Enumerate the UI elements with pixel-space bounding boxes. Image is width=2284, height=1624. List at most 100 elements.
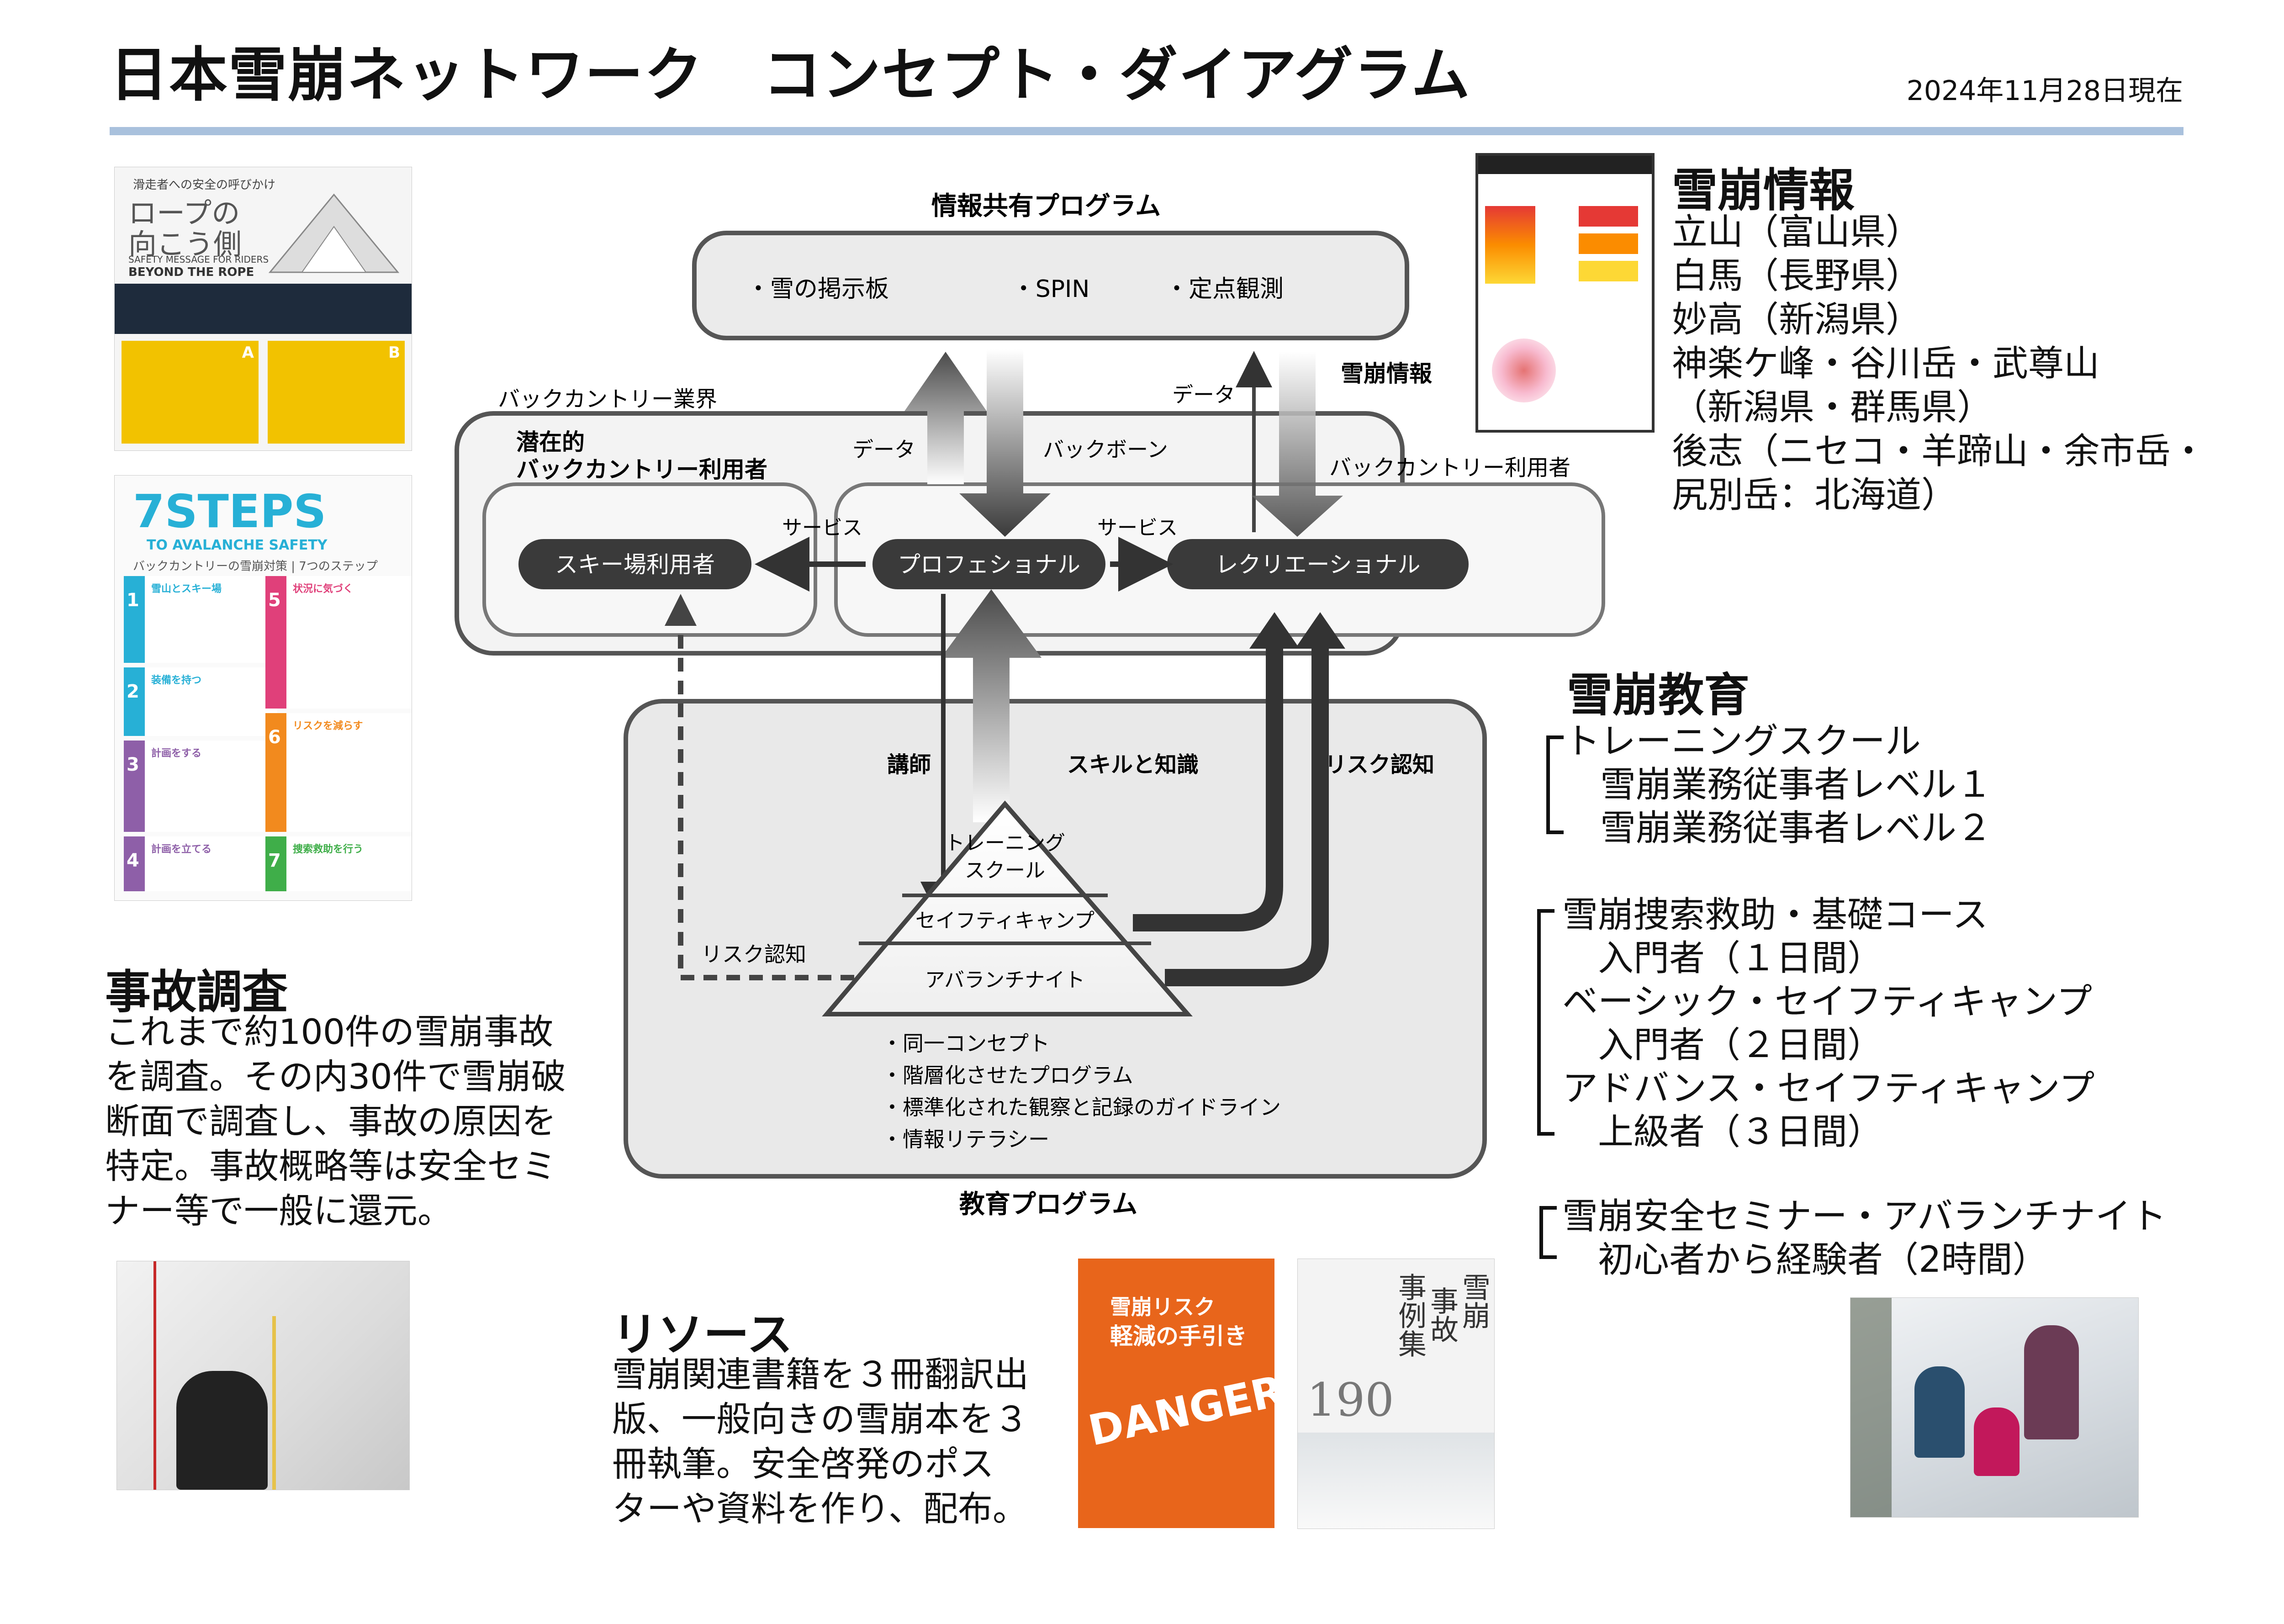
avalanche-info-label: 雪崩情報: [1341, 360, 1432, 387]
training-pyramid: [822, 800, 1193, 1016]
page-title: 日本雪崩ネットワーク コンセプト・ダイアグラム: [110, 41, 1471, 109]
data-left-label: データ: [852, 437, 915, 462]
step-card-1: 1 雪山とスキー場: [124, 576, 277, 663]
group1-bracket: [1546, 735, 1564, 834]
region-line: 妙高（新潟県）: [1672, 299, 1922, 340]
poster-beyond-the-rope: 滑走者への安全の呼びかけ ロープの 向こう側 SAFETY MESSAGE FO…: [114, 167, 412, 451]
photo-tree: [1850, 1298, 1892, 1517]
risk-recognition-right-label: リスク認知: [1325, 752, 1434, 778]
photo-person: [1974, 1407, 2020, 1476]
info-item: ・雪の掲示板: [746, 275, 889, 303]
resources-heading: リソース: [612, 1308, 793, 1361]
poster-7steps-sub: TO AVALANCHE SAFETY: [147, 537, 328, 553]
concept-bullet: ・同一コンセプト: [882, 1031, 1050, 1056]
node-professional: [872, 539, 1105, 589]
region-line: 尻別岳：北海道）: [1672, 475, 1957, 516]
pyramid-tier-camp: セイフティキャンプ: [915, 909, 1094, 932]
education-item: 雪崩捜索救助・基礎コース: [1562, 894, 1988, 936]
book-art: DANGER: [1084, 1366, 1289, 1455]
resources-text: 雪崩関連書籍を３冊翻訳出 版、一般向きの雪崩本を３ 冊執筆。安全啓発のポス ター…: [612, 1352, 1069, 1531]
panel-a-label: A: [242, 344, 254, 362]
concept-bullet: ・階層化させたプログラム: [882, 1063, 1133, 1088]
step-number: 6: [268, 727, 281, 748]
step-number: 5: [268, 590, 281, 611]
poster-panel-a: A: [122, 341, 259, 444]
accident-line: 特定。事故概略等は安全セミ: [105, 1146, 556, 1186]
header-rule: [110, 127, 2184, 135]
concept-bullet: ・標準化された観察と記録のガイドライン: [882, 1095, 1281, 1120]
pyramid-tier-training-2: スクール: [965, 859, 1045, 882]
photo-pole: [153, 1261, 156, 1490]
step-card-4: 4 計画を立てる: [124, 836, 277, 891]
poster-en-line2: BEYOND THE ROPE: [128, 265, 254, 279]
avalanche-info-list: 立山（富山県） 白馬（長野県） 妙高（新潟県） 神楽ケ峰・谷川岳・武尊山 （新潟…: [1672, 210, 2243, 517]
book-title: 軽減の手引き: [1110, 1323, 1247, 1349]
poster-7steps-jp: バックカントリーの雪崩対策 | 7つのステップ: [133, 560, 378, 573]
accident-line: ナー等で一般に還元。: [105, 1190, 452, 1231]
group3-bracket: [1539, 1206, 1557, 1259]
date-label: 2024年11月28日現在: [1906, 75, 2183, 107]
skills-label: スキルと知識: [1067, 752, 1199, 778]
concept-diagram: 情報共有プログラム ・雪の掲示板 ・SPIN ・定点観測 バックカントリー業界 …: [455, 191, 1605, 1219]
bulletin-danger-band: [1485, 206, 1535, 284]
poster-title-line1: ロープの: [128, 196, 240, 230]
avalanche-info-heading: 雪崩情報: [1672, 164, 1855, 217]
node-ski-users-label: スキー場利用者: [555, 551, 715, 578]
latent-users-line1: 潜在的: [516, 429, 585, 455]
photo-training-field: [1850, 1297, 2139, 1518]
poster-en-line1: SAFETY MESSAGE FOR RIDERS: [128, 254, 269, 265]
photo-person: [2024, 1325, 2079, 1439]
instructor-label: 講師: [887, 752, 931, 778]
region-line: 神楽ケ峰・谷川岳・武尊山: [1672, 343, 2100, 384]
education-item: 初心者から経験者（2時間）: [1562, 1239, 2048, 1280]
pyramid-tier-training-1: トレーニング: [945, 831, 1065, 855]
book-snow-image: [1298, 1433, 1494, 1529]
accident-line: 断面で調査し、事故の原因を: [105, 1101, 556, 1142]
accident-heading: 事故調査: [105, 965, 288, 1019]
step-title: 捜索救助を行う: [293, 844, 364, 855]
education-item: 上級者（３日間）: [1562, 1111, 1883, 1153]
info-program-box: [692, 231, 1409, 340]
node-ski-users: [518, 539, 751, 589]
night-arrow-head: [1295, 612, 1345, 649]
photo-pole: [272, 1316, 276, 1490]
step-title: 状況に気づく: [293, 583, 354, 595]
photo-person: [1914, 1366, 1965, 1458]
service-right-label: サービス: [1097, 516, 1178, 540]
dashed-arrow-head: [665, 594, 697, 626]
data-right-label: データ: [1172, 382, 1235, 407]
node-professional-label: プロフェショナル: [898, 551, 1080, 578]
resources-line: 雪崩関連書籍を３冊翻訳出: [612, 1354, 1029, 1395]
bulletin-rating-4: [1579, 206, 1638, 227]
bulletin-rose: [1492, 339, 1556, 402]
info-item: ・定点観測: [1165, 275, 1284, 303]
bc-industry-label: バックカントリー業界: [498, 386, 717, 412]
night-curved-arrow: [1165, 640, 1329, 986]
risk-recognition-dashed-arrow: [678, 612, 854, 980]
bulletin-header-bar: [1478, 156, 1652, 174]
accident-text: これまで約100件の雪崩事故 を調査。その内30件で雪崩破 断面で調査し、事故の…: [105, 1010, 608, 1233]
bulletin-rating-3: [1579, 233, 1638, 254]
poster-info-band: [115, 284, 412, 334]
step-title: リスクを減らす: [293, 720, 363, 732]
step-title: 装備を持つ: [151, 675, 202, 686]
panel-b-label: B: [388, 344, 400, 362]
region-line: 白馬（長野県）: [1672, 255, 1922, 296]
data-arrow-up: [904, 352, 987, 484]
accident-line: これまで約100件の雪崩事故: [105, 1011, 554, 1052]
region-line: 立山（富山県）: [1672, 212, 1922, 253]
resources-line: ターや資料を作り、配布。: [612, 1488, 1027, 1529]
bc-users-label: バックカントリー利用者: [1329, 455, 1570, 481]
region-line: 後志（ニセコ・羊蹄山・余市岳・: [1672, 431, 2207, 472]
step-title: 計画を立てる: [151, 844, 212, 855]
step-card-6: 6 リスクを減らす: [265, 713, 412, 832]
latent-users-line2: バックカントリー利用者: [516, 456, 767, 483]
avalanche-bulletin-screenshot: [1475, 153, 1655, 433]
book-cover-risk-reduction: 雪崩リスク 軽減の手引き DANGER: [1078, 1259, 1288, 1528]
mountain-illustration: [268, 193, 400, 273]
accident-line: を調査。その内30件で雪崩破: [105, 1056, 566, 1097]
concept-bullet: ・情報リテラシー: [882, 1127, 1049, 1152]
photo-snow-pit: [116, 1261, 410, 1490]
education-item: 雪崩安全セミナー・アバランチナイト: [1562, 1196, 2167, 1237]
poster-title-line2: 向こう側: [128, 227, 242, 261]
